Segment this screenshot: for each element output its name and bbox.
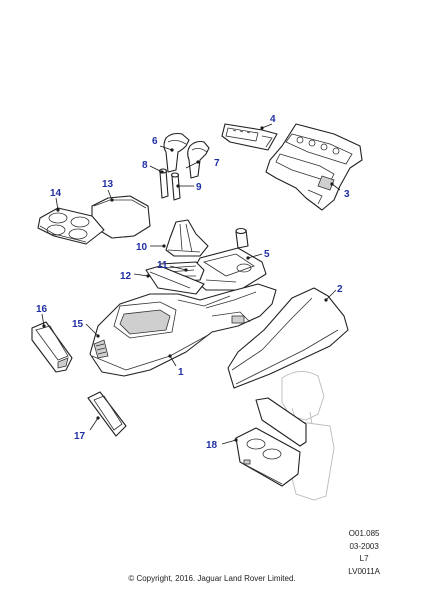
callout-11: 11 [157, 260, 168, 271]
callout-14: 14 [50, 188, 62, 199]
part-2-side-trim-panel[interactable] [227, 287, 349, 389]
part-12-trim-plate[interactable] [145, 265, 205, 295]
callout-13: 13 [102, 179, 114, 190]
illustration-reference-block: O01.085 03-2003 L7 LV0011A [348, 528, 380, 578]
part-8-lever[interactable] [158, 168, 169, 199]
part-6-gear-knob[interactable] [163, 132, 190, 173]
callout-10: 10 [136, 242, 148, 253]
illustration-id: LV0011A [348, 566, 380, 576]
part-14-cup-holder[interactable] [37, 207, 105, 245]
callout-3: 3 [344, 189, 350, 200]
reference-code: O01.085 [348, 529, 380, 538]
callout-17: 17 [74, 431, 86, 442]
callout-labels: 4 6 7 8 9 3 13 14 10 5 11 12 2 15 16 1 1… [36, 114, 350, 451]
part-17-small-tray[interactable] [87, 391, 127, 437]
callout-9: 9 [196, 182, 202, 193]
leader-lines [41, 123, 341, 445]
callout-5: 5 [264, 249, 270, 260]
part-7-gear-knob[interactable] [187, 140, 210, 179]
callout-6: 6 [152, 136, 158, 147]
callout-18: 18 [206, 440, 218, 451]
callout-1: 1 [178, 367, 184, 378]
callout-7: 7 [214, 158, 220, 169]
part-9-lever[interactable] [170, 172, 181, 201]
part-10-gear-boot[interactable] [165, 219, 209, 257]
callout-15: 15 [72, 319, 84, 330]
reference-line3: L7 [359, 554, 369, 563]
part-1-console-body[interactable] [89, 283, 277, 377]
part-5-shift-bezel[interactable] [189, 227, 267, 291]
callout-16: 16 [36, 304, 48, 315]
callout-8: 8 [142, 160, 148, 171]
callout-2: 2 [337, 284, 343, 295]
callout-4: 4 [270, 114, 276, 125]
callout-12: 12 [120, 271, 132, 282]
part-4-radio-unit[interactable] [221, 123, 278, 151]
reference-date: 03-2003 [349, 541, 379, 551]
part-16-storage-bin[interactable] [31, 321, 73, 373]
part-18-rear-cup-holder[interactable] [235, 397, 307, 487]
copyright-notice: © Copyright, 2016. Jaguar Land Rover Lim… [128, 574, 296, 583]
